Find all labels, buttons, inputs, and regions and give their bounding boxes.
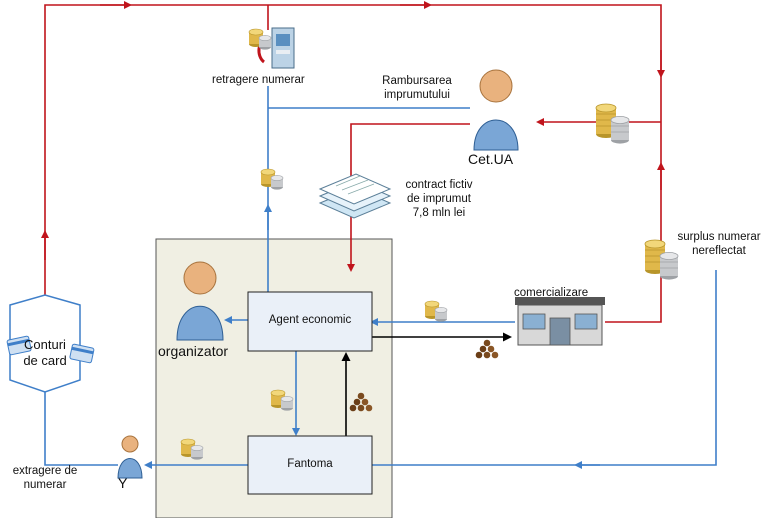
coins-icon bbox=[595, 103, 630, 145]
conturi-de-card-label: Conturi de card bbox=[18, 337, 72, 369]
red-commerce-up bbox=[605, 122, 662, 323]
goods-icon bbox=[475, 339, 499, 359]
agent-economic-box bbox=[247, 291, 373, 352]
person-cetua-icon bbox=[473, 69, 519, 151]
coins-icon bbox=[424, 300, 448, 323]
contract-line3: 7,8 mln lei bbox=[412, 207, 466, 219]
conturi-line2: de card bbox=[23, 353, 67, 368]
black-flows bbox=[341, 332, 512, 436]
rambursarea-line1: Rambursarea bbox=[382, 75, 452, 87]
credit-card-icon bbox=[6, 335, 95, 364]
organizator-label: organizator bbox=[158, 343, 229, 359]
cetua-label: Cet.UA bbox=[468, 151, 514, 167]
surplus-label: surplus numerar nereflectat bbox=[672, 230, 766, 258]
atm-icon bbox=[248, 27, 295, 69]
card-accounts-shape bbox=[9, 294, 81, 393]
contract-line2: de imprumut bbox=[407, 193, 471, 205]
extragere-label: extragere de numerar bbox=[4, 464, 86, 492]
y-label: Y bbox=[118, 475, 128, 491]
extragere-line2: numerar bbox=[23, 479, 67, 491]
store-icon bbox=[515, 297, 605, 346]
red-contract-flow bbox=[347, 123, 470, 272]
contract-label: contract fictiv de imprumut 7,8 mln lei bbox=[398, 178, 480, 220]
retragere-numerar-label: retragere numerar bbox=[212, 74, 305, 86]
blue-flows bbox=[44, 86, 717, 469]
contract-documents-icon bbox=[318, 173, 392, 219]
blue-surplus-to-fantoma bbox=[372, 270, 717, 466]
extragere-line1: extragere de bbox=[12, 465, 78, 477]
comercializare-label: comercializare bbox=[514, 287, 589, 299]
fantoma-label: Fantoma bbox=[287, 458, 333, 470]
rambursarea-line2: imprumutului bbox=[384, 89, 450, 101]
agent-economic-label: Agent economic bbox=[268, 314, 352, 326]
conturi-line1: Conturi bbox=[24, 337, 66, 352]
person-organizator-icon bbox=[176, 261, 224, 341]
coins-icon bbox=[260, 168, 284, 191]
fantoma-box bbox=[247, 435, 373, 495]
contract-line1: contract fictiv bbox=[405, 179, 473, 191]
rambursarea-label: Rambursarea imprumutului bbox=[372, 74, 462, 102]
person-y-icon bbox=[117, 435, 143, 479]
blue-y-to-cards bbox=[44, 388, 118, 466]
surplus-line2: nereflectat bbox=[692, 245, 746, 257]
surplus-line1: surplus numerar bbox=[677, 231, 761, 243]
